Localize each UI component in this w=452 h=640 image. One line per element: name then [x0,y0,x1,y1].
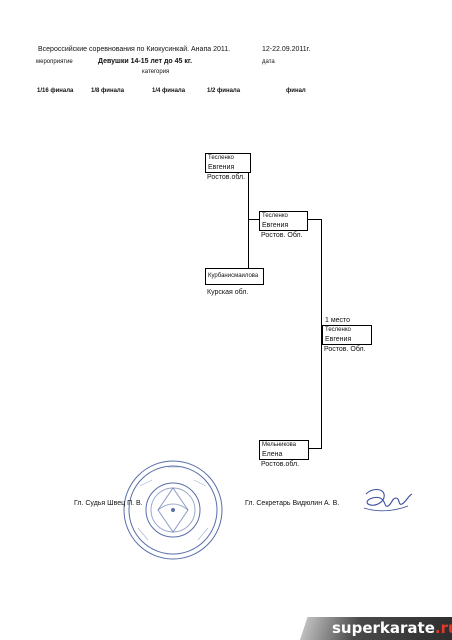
competitor-surname: Мельникова [262,442,296,448]
competitor-surname: Курбанисмаилова [208,273,259,279]
bracket-entry-final-other: Мельникова Елена [259,440,309,460]
round-1-16: 1/16 финала [37,88,74,94]
bracket-entry-semi-winner: Тесленко Евгения [259,211,308,231]
round-final: финал [286,88,306,94]
connector-line [248,160,249,277]
watermark-tld: .ru [434,619,452,637]
competitor-region: Ростов.обл. [261,461,300,468]
connector-line [321,219,322,449]
competitor-region: Ростов.обл. [207,174,246,181]
round-1-8: 1/8 финала [91,88,125,94]
competitor-surname: Тесленко [208,155,234,161]
competitor-region: Ростов. Обл. [261,232,303,239]
connector-line [308,448,322,449]
date-label: дата [262,59,275,65]
competitor-region: Ростов. Обл. [324,346,366,353]
watermark-logo: superkarate.ru [332,619,452,637]
bracket-entry-champion: Тесленко Евгения [322,325,372,345]
round-1-2: 1/2 финала [207,88,241,94]
connector-line [308,219,322,220]
bracket-entry-semi-top: Тесленко Евгения [205,153,251,173]
competitor-name: Евгения [262,222,289,229]
competitor-name: Елена [262,451,283,458]
chief-secretary-signature: Гл. Секретарь Видюлин А. В. [245,500,340,507]
category-value: Девушки 14-15 лет до 45 кг. [98,58,193,65]
event-label: мероприятие [36,59,73,65]
bracket-entry-semi-bottom: Курбанисмаилова [205,268,264,285]
competitor-name: Евгения [208,164,235,171]
category-label: категория [142,69,170,75]
handwritten-signature-icon [363,488,413,512]
competitor-name: Евгения [325,336,352,343]
round-1-4: 1/4 финала [152,88,186,94]
connector-line [248,219,260,220]
watermark-brand: superkarate [332,619,435,637]
event-title: Всероссийские соревнования по Киокусинка… [38,46,231,53]
official-stamp-icon [123,460,223,560]
chief-judge-signature: Гл. Судья Швец П. В. [74,500,143,507]
champion-label: 1 место [325,317,351,324]
competitor-surname: Тесленко [325,327,351,333]
competitor-region: Курская обл. [207,289,249,296]
competitor-surname: Тесленко [262,213,288,219]
event-dates: 12-22.09.2011г. [262,46,311,53]
